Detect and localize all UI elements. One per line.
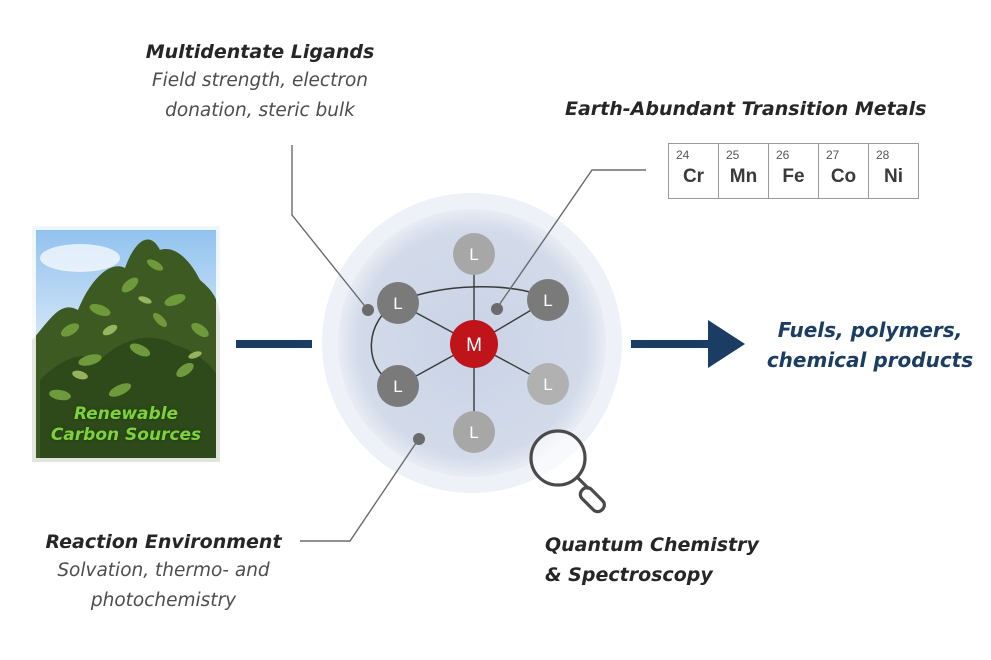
ligand-label: L (393, 294, 402, 313)
element-number: 28 (876, 148, 890, 162)
ligand-bottom (453, 411, 495, 453)
element-cell: 25 Mn (719, 144, 769, 198)
magnifying-glass-icon (529, 429, 606, 514)
source-label-line2: Carbon Sources (50, 425, 202, 445)
quantum-line2: & Spectroscopy (545, 564, 713, 586)
ligand-upper-right (527, 279, 569, 321)
environment-callout: Reaction Environment Solvation, thermo- … (26, 528, 301, 616)
element-cell: 27 Co (819, 144, 869, 198)
right-arrow-icon (631, 320, 745, 368)
element-number: 25 (726, 148, 740, 162)
metal-center (450, 320, 498, 368)
element-number: 24 (676, 148, 690, 162)
source-label-line1: Renewable (73, 404, 179, 424)
element-cell: 24 Cr (669, 144, 719, 198)
callout-lines (291, 145, 646, 542)
quantum-line1: Quantum Chemistry (545, 534, 759, 556)
renewable-photo-art (28, 222, 224, 466)
callout-dot-ligands (362, 304, 374, 316)
ligand-label: L (543, 375, 552, 394)
element-symbol: Fe (782, 166, 805, 187)
ligand-upper-left (377, 282, 419, 324)
periodic-table-strip: 24 Cr 25 Mn 26 Fe 27 Co 28 Ni (668, 143, 919, 199)
quantum-callout: Quantum Chemistry & Spectroscopy (545, 530, 805, 590)
ligand-label: L (393, 377, 402, 396)
ligands-title: Multidentate Ligands (145, 41, 375, 63)
output-line1: Fuels, polymers, (777, 318, 963, 342)
element-symbol: Ni (884, 166, 903, 187)
metal-label: M (466, 335, 482, 356)
ligand-label: L (469, 245, 478, 264)
ligand-label: L (543, 291, 552, 310)
element-symbol: Mn (729, 166, 758, 187)
ligand-lower-right (527, 363, 569, 405)
ligands-desc-line1: Field strength, electron (152, 70, 368, 91)
element-cell: 28 Ni (869, 144, 918, 198)
input-connector-line (236, 340, 312, 348)
metals-title: Earth-Abundant Transition Metals (565, 98, 927, 120)
environment-desc-line1: Solvation, thermo- and (57, 560, 270, 581)
environment-title: Reaction Environment (45, 531, 282, 553)
element-symbol: Co (830, 166, 857, 187)
ligand-lower-left (377, 365, 419, 407)
element-number: 27 (826, 148, 840, 162)
ligands-desc-line2: donation, steric bulk (165, 100, 355, 121)
source-label: Renewable Carbon Sources (32, 404, 220, 446)
ligand-top (453, 233, 495, 275)
callout-dot-metals (491, 303, 503, 315)
ligand-label: L (469, 423, 478, 442)
callout-dot-environment (413, 433, 425, 445)
ligands-callout: Multidentate Ligands Field strength, ele… (110, 38, 410, 126)
element-number: 26 (776, 148, 790, 162)
element-cell: 26 Fe (769, 144, 819, 198)
output-line2: chemical products (766, 348, 974, 372)
output-label: Fuels, polymers, chemical products (760, 315, 980, 375)
element-symbol: Cr (682, 166, 705, 187)
environment-desc-line2: photochemistry (90, 590, 237, 611)
